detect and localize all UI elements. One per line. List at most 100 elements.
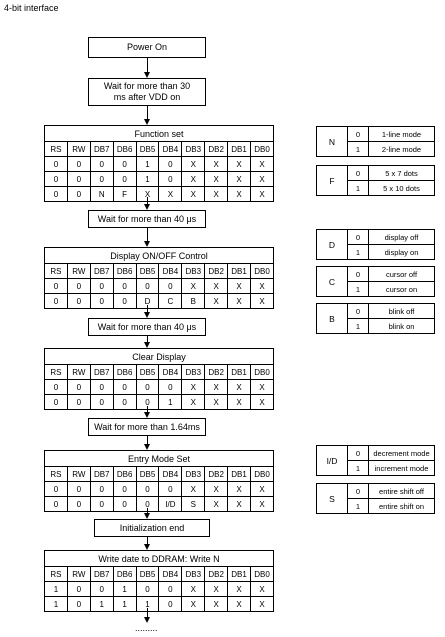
bit-cell: X [227,596,252,612]
column-header: DB0 [250,566,274,582]
legend-key: B [316,303,348,334]
bit-cell: 0 [112,481,137,497]
legend-description: entire shift off [368,483,435,499]
bit-cell: N [89,186,114,202]
legend-key: S [316,483,348,514]
column-header: DB6 [112,364,137,380]
arrow-head [144,444,150,450]
bit-cell: 0 [158,596,183,612]
legend-description: 2-line mode [368,141,435,157]
arrow-head [144,617,150,623]
legend-description: display off [368,229,435,245]
bit-cell: 0 [66,171,91,187]
bit-cell: F [112,186,137,202]
wait-40us-label-1: Wait for more than 40 μs [97,213,197,224]
bit-cell: X [250,379,274,395]
wait-1-64ms-box: Wait for more than 1.64ms [88,418,206,436]
arrow-head [144,312,150,318]
bit-cell: 0 [158,481,183,497]
arrow-head [144,342,150,348]
bit-cell: X [204,394,229,410]
legend-value: 1 [347,498,369,514]
bit-cell: 1 [44,581,68,597]
table-title: Clear Display [44,348,274,365]
column-header: DB2 [204,141,229,157]
bit-cell: 0 [66,293,91,309]
bit-cell: 0 [66,581,91,597]
legend-value: 1 [347,180,369,196]
arrow-head [144,241,150,247]
bit-cell: 0 [158,379,183,395]
bit-cell: 0 [66,496,91,512]
arrow-head [144,544,150,550]
column-header: DB1 [227,466,252,482]
connector [147,508,148,513]
bit-cell: X [227,293,252,309]
column-header: DB3 [181,466,206,482]
legend-key: F [316,165,348,196]
bit-cell: X [227,156,252,172]
column-header: DB0 [250,263,274,279]
column-header: DB2 [204,263,229,279]
bit-cell: X [227,278,252,294]
bit-cell: 1 [112,581,137,597]
bit-cell: 0 [112,171,137,187]
connector [147,436,148,444]
bit-cell: X [250,156,274,172]
bit-cell: X [204,156,229,172]
column-header: DB7 [89,141,114,157]
bit-cell: 0 [158,581,183,597]
continuation-dots: ......... [135,623,158,633]
column-header: DB6 [112,141,137,157]
column-header: DB2 [204,364,229,380]
column-header: DB5 [135,566,160,582]
bit-cell: X [204,581,229,597]
column-header: DB4 [158,466,183,482]
bit-cell: 0 [44,156,68,172]
table-title: Display ON/OFF Control [44,247,274,264]
connector [147,406,148,412]
legend-description: increment mode [368,460,435,476]
arrow-head [144,513,150,519]
column-header: DB4 [158,566,183,582]
bit-cell: X [227,581,252,597]
bit-cell: X [227,394,252,410]
legend-value: 0 [347,229,369,245]
legend-value: 1 [347,281,369,297]
connector [147,106,148,119]
bit-cell: 0 [112,156,137,172]
bit-cell: X [181,394,206,410]
bit-cell: X [227,186,252,202]
legend-description: display on [368,244,435,260]
legend-description: blink on [368,318,435,334]
bit-cell: 0 [44,379,68,395]
wait-40us-box-2: Wait for more than 40 μs [88,318,206,336]
bit-cell: X [204,596,229,612]
initialization-end-box: Initialization end [94,519,210,537]
column-header: RW [66,141,91,157]
bit-cell: X [204,278,229,294]
column-header: DB3 [181,141,206,157]
column-header: DB4 [158,263,183,279]
column-header: DB7 [89,263,114,279]
bit-cell: 0 [89,156,114,172]
bit-cell: 0 [112,278,137,294]
column-header: DB5 [135,466,160,482]
column-header: DB4 [158,141,183,157]
bit-cell: 0 [66,596,91,612]
